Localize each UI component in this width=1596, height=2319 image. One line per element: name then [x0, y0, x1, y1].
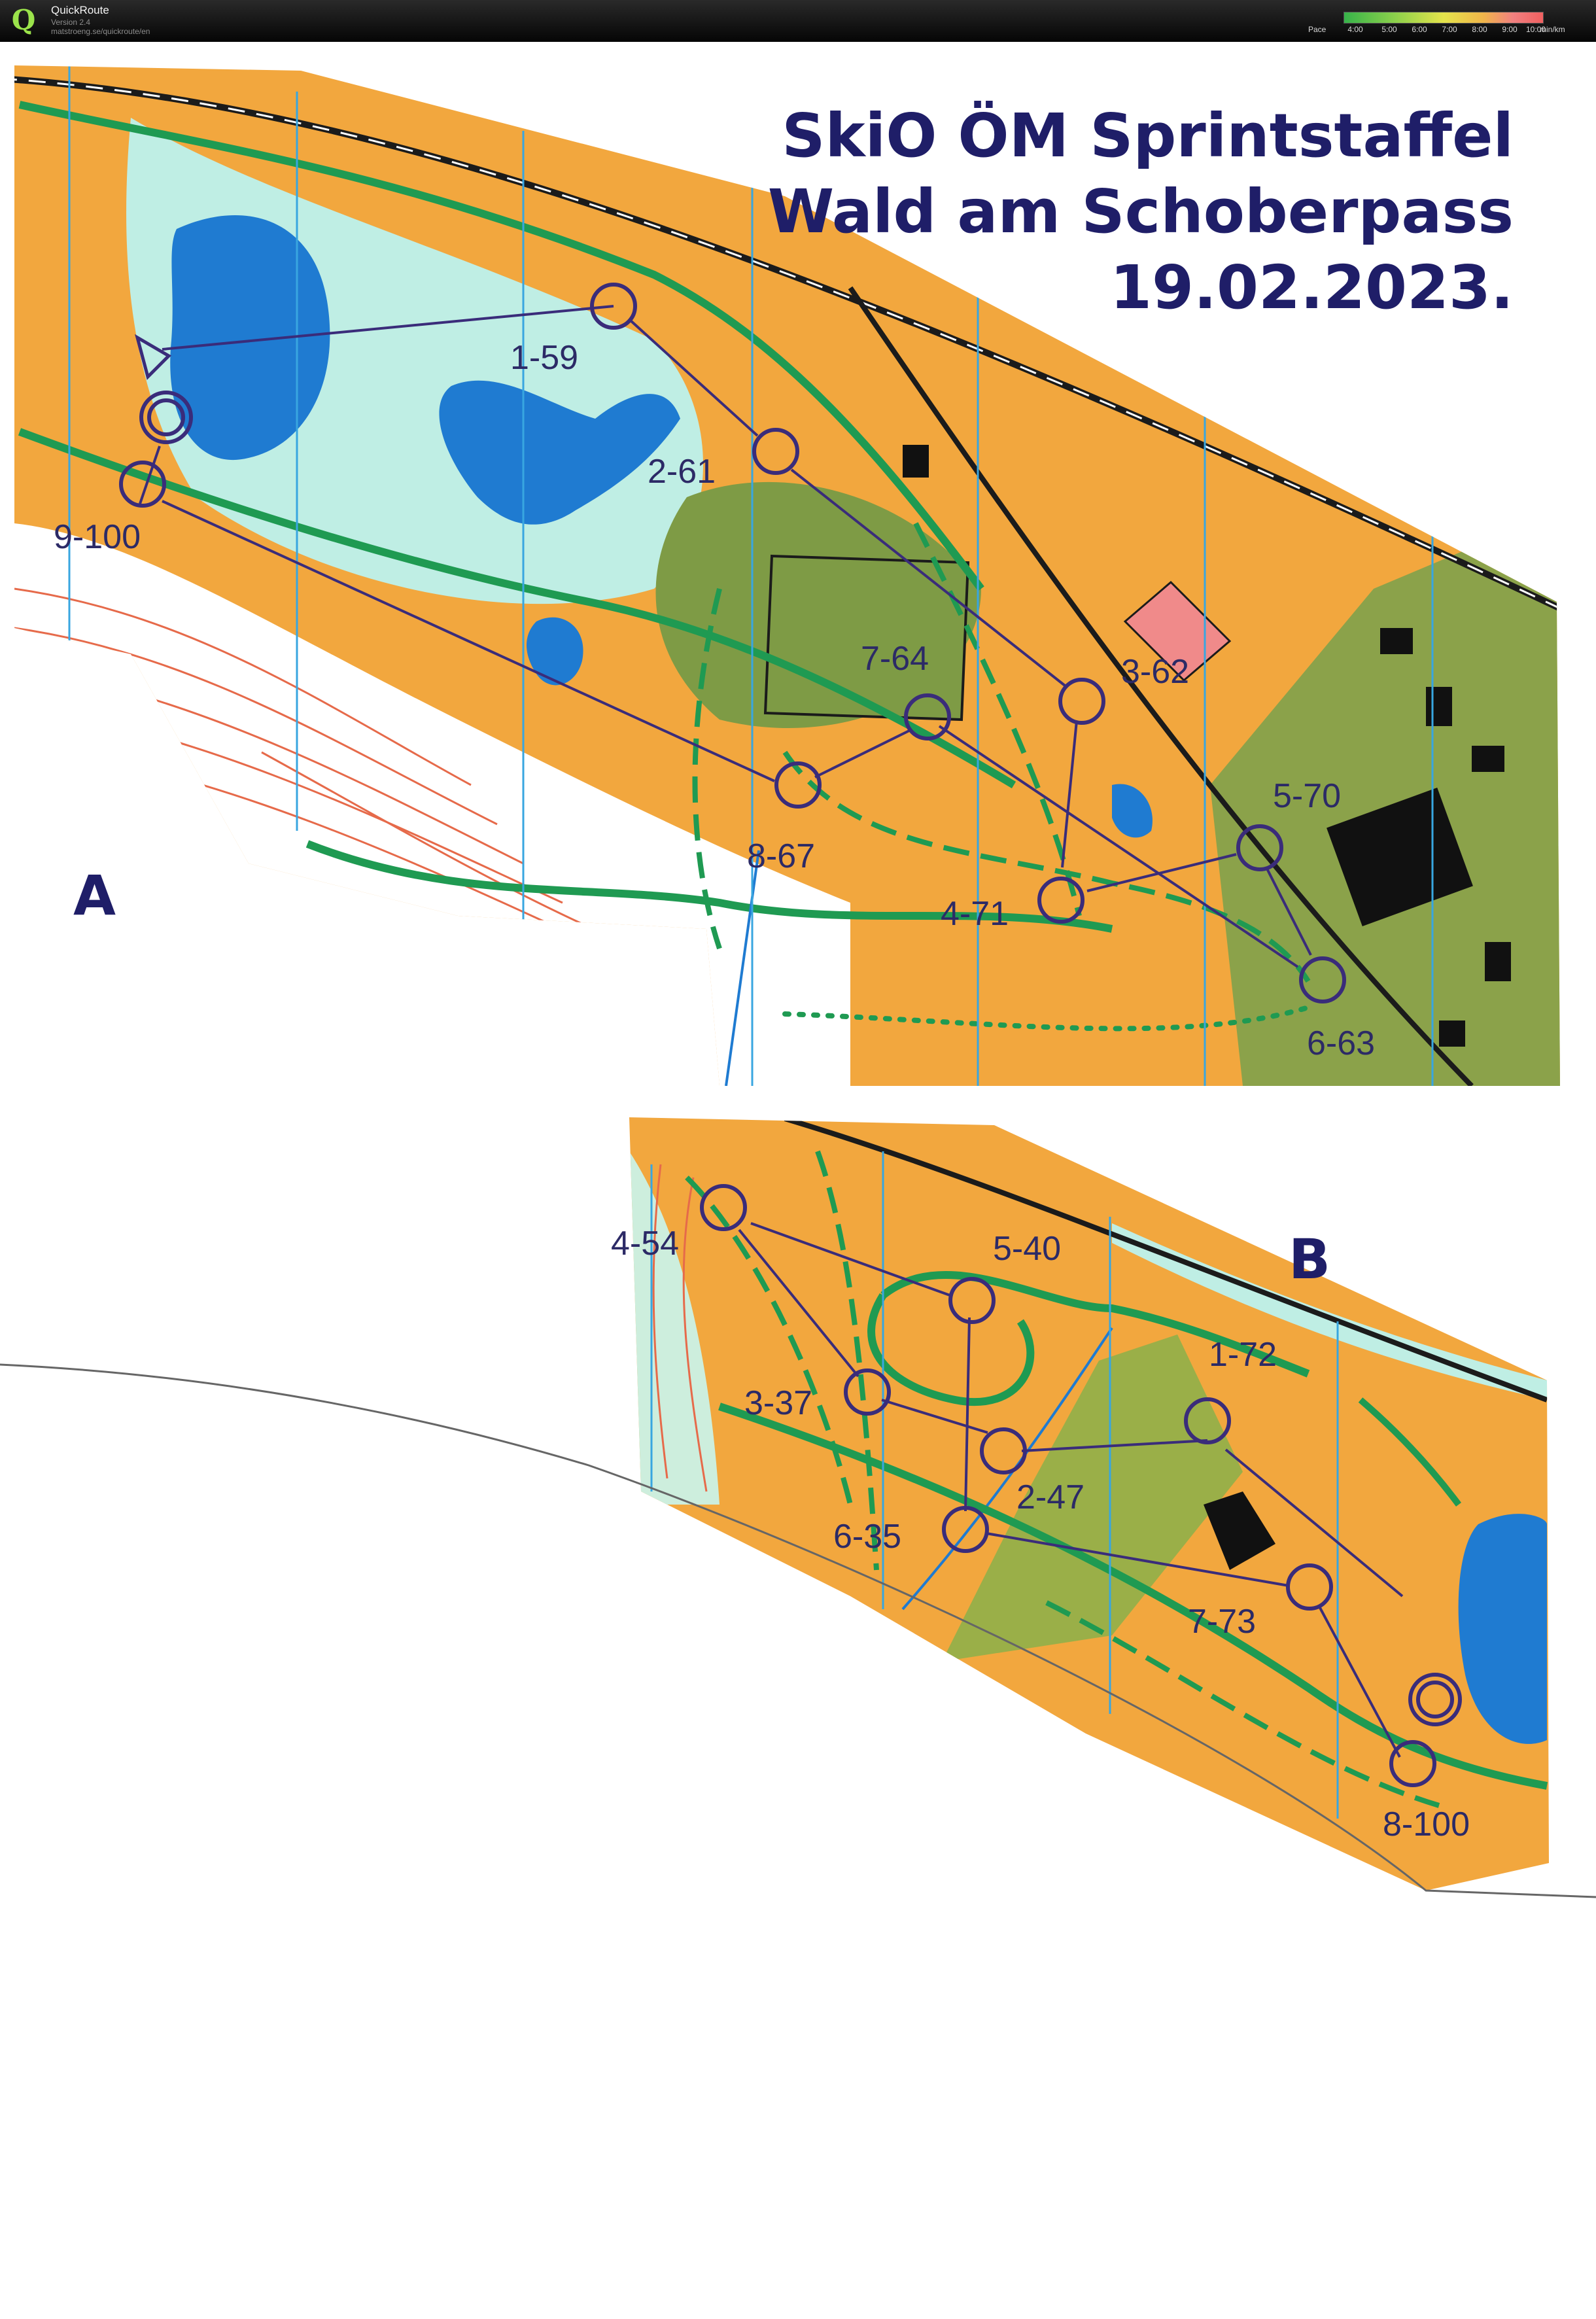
- pace-tick: 6:00: [1412, 25, 1427, 34]
- pace-tick: 4:00: [1347, 25, 1363, 34]
- control-b-7: [1286, 1563, 1333, 1611]
- pace-legend: Pace 4:00 5:00 6:00 7:00 8:00 9:00 10:00…: [1308, 9, 1589, 37]
- control-a-6: [1299, 956, 1346, 1003]
- control-label-a-8: 8-67: [747, 837, 815, 875]
- control-a-1: [590, 283, 637, 330]
- control-a-4: [1037, 877, 1084, 924]
- control-b-6: [942, 1506, 989, 1553]
- control-label-a-9: 9-100: [54, 518, 141, 556]
- pace-tick: 10:00: [1525, 25, 1546, 34]
- control-label-a-6: 6-63: [1307, 1024, 1375, 1062]
- control-a-5: [1236, 824, 1283, 871]
- map-title-line-1: SkiO ÖM Sprintstaffel: [782, 101, 1514, 171]
- orienteering-map[interactable]: 1-59 2-61 3-62 4-71 5-70 6-63 7-64 8-67 …: [0, 42, 1596, 2319]
- control-b-3: [844, 1369, 891, 1416]
- control-label-b-2: 2-47: [1016, 1478, 1084, 1516]
- course-a-lines: [139, 305, 1312, 968]
- app-name: QuickRoute: [51, 4, 109, 16]
- control-label-b-8: 8-100: [1383, 1805, 1470, 1843]
- course-b-lines: [738, 1222, 1404, 1758]
- pace-tick: 8:00: [1472, 25, 1487, 34]
- control-b-4: [700, 1184, 747, 1231]
- quickroute-logo-icon: Q: [11, 4, 36, 36]
- control-label-b-7: 7-73: [1188, 1603, 1256, 1641]
- control-a-7: [904, 693, 951, 741]
- finish-a-outer: [139, 391, 193, 444]
- app-url[interactable]: matstroeng.se/quickroute/en: [51, 27, 150, 36]
- pace-unit: min/km: [1540, 25, 1565, 34]
- control-b-8: [1389, 1740, 1436, 1787]
- control-label-b-5: 5-40: [993, 1230, 1061, 1268]
- control-label-b-4: 4-54: [611, 1225, 679, 1263]
- pace-label: Pace: [1308, 25, 1327, 34]
- map-part-b: [629, 1117, 1549, 1891]
- paper-edge: [0, 1363, 1596, 1898]
- control-a-9: [119, 461, 166, 508]
- control-a-3: [1058, 678, 1105, 725]
- finish-b-outer: [1408, 1673, 1462, 1726]
- control-label-b-1: 1-72: [1209, 1336, 1277, 1374]
- control-a-8: [774, 761, 822, 809]
- control-label-b-6: 6-35: [833, 1518, 901, 1556]
- control-b-1: [1184, 1397, 1231, 1444]
- pace-tick: 5:00: [1381, 25, 1397, 34]
- part-label-a: A: [73, 863, 116, 928]
- control-label-a-2: 2-61: [648, 453, 716, 491]
- control-b-5: [948, 1277, 996, 1324]
- pace-tick: 7:00: [1442, 25, 1457, 34]
- part-label-b: B: [1289, 1227, 1331, 1291]
- app-titlebar: Q QuickRoute Version 2.4 matstroeng.se/q…: [0, 0, 1596, 42]
- control-b-2: [980, 1427, 1027, 1474]
- control-label-a-7: 7-64: [861, 640, 929, 678]
- map-title-line-2: Wald am Schoberpass: [767, 177, 1514, 247]
- finish-a-inner: [147, 398, 185, 436]
- start-triangle-a: [135, 334, 172, 380]
- pace-tick: 9:00: [1502, 25, 1518, 34]
- control-label-a-4: 4-71: [941, 895, 1009, 933]
- control-label-a-5: 5-70: [1273, 777, 1341, 815]
- control-label-b-3: 3-37: [744, 1384, 812, 1422]
- control-label-a-3: 3-62: [1121, 653, 1189, 691]
- pace-color-bar: [1344, 12, 1544, 24]
- control-a-2: [752, 428, 799, 475]
- finish-b-inner: [1416, 1681, 1454, 1718]
- control-label-a-1: 1-59: [510, 339, 578, 377]
- map-title-line-3: 19.02.2023.: [1110, 253, 1514, 323]
- app-version: Version 2.4: [51, 18, 91, 27]
